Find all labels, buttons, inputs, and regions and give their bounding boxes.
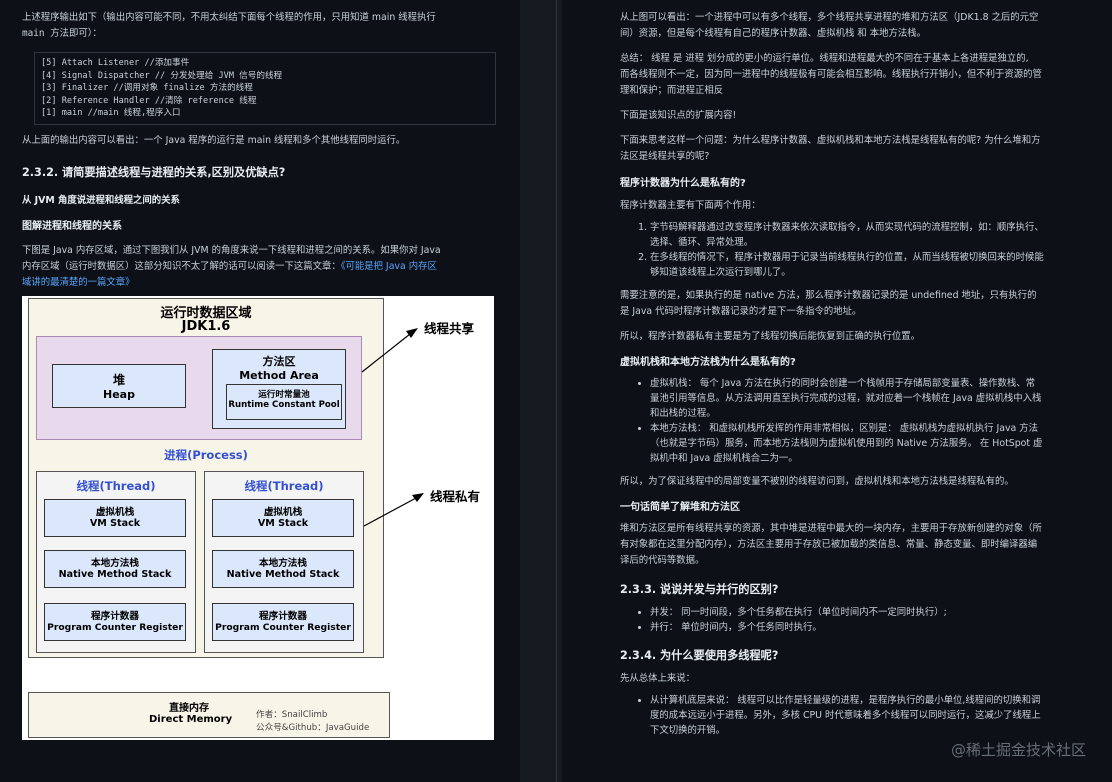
native-en: Native Method Stack bbox=[58, 569, 172, 580]
list-item: 在多线程的情况下，程序计数器用于记录当前线程执行的位置，从而当线程被切换回来的时… bbox=[650, 250, 1090, 280]
code-block: [5] Attach Listener //添加事件 [4] Signal Di… bbox=[34, 52, 496, 125]
section-heading-234: 2.3.4. 为什么要使用多线程呢? bbox=[620, 649, 779, 662]
vm-cn: 虚拟机栈 bbox=[263, 507, 303, 518]
author-credit: 作者：SnailClimb bbox=[256, 710, 328, 720]
site-watermark: @稀土掘金技术社区 bbox=[950, 741, 1086, 759]
intro-text-2: main 方法即可）： bbox=[22, 28, 102, 39]
direct-en: Direct Memory bbox=[149, 714, 233, 725]
heap-box: 堆 Heap bbox=[52, 364, 186, 408]
right-page: 从上图可以看出：一个进程中可以有多个线程，多个线程共享进程的堆和方法区（JDK1… bbox=[562, 0, 1112, 782]
native-en: Native Method Stack bbox=[226, 569, 340, 580]
pc-en: Program Counter Register bbox=[47, 622, 183, 633]
section-heading-233: 2.3.3. 说说并发与并行的区别? bbox=[620, 583, 779, 596]
native-cn: 本地方法栈 bbox=[259, 558, 307, 569]
native-stack-2: 本地方法栈 Native Method Stack bbox=[212, 550, 354, 588]
vm-en: VM Stack bbox=[89, 518, 141, 529]
thread-label-1: 线程(Thread) bbox=[76, 479, 156, 493]
thread-label-2: 线程(Thread) bbox=[244, 479, 324, 493]
para-6b: 是 Java 代码时程序计数器记录的才是下一条指令的地址。 bbox=[620, 306, 862, 317]
article-link[interactable]: 《可能是把 Java 内存区 bbox=[340, 261, 437, 272]
para-4a: 下面来思考这样一个问题：为什么程序计数器、虚拟机栈和本地方法栈是线程私有的呢? … bbox=[620, 135, 1041, 146]
pool-cn: 运行时常量池 bbox=[258, 390, 310, 400]
pc-uses-list: 字节码解释器通过改变程序计数器来依次读取指令，从而实现代码的流程控制，如：顺序执… bbox=[620, 220, 1090, 280]
native-cn: 本地方法栈 bbox=[91, 558, 139, 569]
sub-heading-diagram: 图解进程和线程的关系 bbox=[22, 221, 122, 232]
thread-shared-label: 线程共享 bbox=[424, 321, 475, 336]
vm-stack-1: 虚拟机栈 VM Stack bbox=[44, 499, 186, 537]
constant-pool-box: 运行时常量池 Runtime Constant Pool bbox=[226, 384, 342, 420]
para-3: 下面是该知识点的扩展内容! bbox=[620, 110, 737, 121]
direct-memory-box: 直接内存 Direct Memory bbox=[28, 692, 390, 738]
list-item: 并发： 同一时间段，多个任务都在执行（单位时间内不一定同时执行）; bbox=[650, 605, 1090, 620]
list-item: 并行： 单位时间内，多个任务同时执行。 bbox=[650, 620, 1090, 635]
para-2c: 理和保护；而进程正相反 bbox=[620, 85, 724, 96]
list-item: 字节码解释器通过改变程序计数器来依次读取指令，从而实现代码的流程控制，如：顺序执… bbox=[650, 220, 1090, 250]
vm-en: VM Stack bbox=[257, 518, 309, 529]
para-7: 所以，程序计数器私有主要是为了线程切换后能恢复到正确的执行位置。 bbox=[620, 331, 921, 342]
jvm-memory-diagram: 运行时数据区域 JDK1.6 堆 Heap 方法区 Method Area 运行… bbox=[22, 296, 494, 740]
para-5: 程序计数器主要有下面两个作用： bbox=[620, 200, 761, 211]
para-1b: 间）资源，但是每个线程有自己的程序计数器、虚拟机栈 和 本地方法栈。 bbox=[620, 28, 926, 39]
annotation-arrows bbox=[361, 328, 424, 527]
pc-cn: 程序计数器 bbox=[91, 611, 139, 622]
diagram-intro-2: 内存区域（运行时数据区）这部分知识不太了解的话可以阅读一下这篇文章：《可能是把 … bbox=[22, 261, 437, 272]
list-item: 从计算机底层来说： 线程可以比作是轻量级的进程，是程序执行的最小单位,线程间的切… bbox=[650, 693, 1090, 738]
para-1a: 从上图可以看出：一个进程中可以有多个线程，多个线程共享进程的堆和方法区（JDK1… bbox=[620, 12, 1039, 23]
heading-vm-private: 虚拟机栈和本地方法栈为什么是私有的? bbox=[620, 357, 796, 368]
diagram-intro-1: 下图是 Java 内存区域，通过下图我们从 JVM 的角度来说一下线程和进程之间… bbox=[22, 245, 441, 256]
code-line: [5] Attach Listener //添加事件 bbox=[41, 58, 190, 68]
github-credit: 公众号&Github：JavaGuide bbox=[256, 723, 370, 733]
code-line: [2] Reference Handler //清除 reference 线程 bbox=[41, 95, 257, 106]
method-en: Method Area bbox=[239, 369, 319, 382]
para-10: 先从总体上来说： bbox=[620, 673, 696, 684]
left-page: 上述程序输出如下（输出内容可能不同，不用太纠结下面每个线程的作用，只用知道 ma… bbox=[0, 0, 520, 782]
after-code-text: 从上面的输出内容可以看出：一个 Java 程序的运行是 main 线程和多个其他… bbox=[22, 135, 406, 146]
para-2a: 总结： 线程 是 进程 划分成的更小的运行单位。线程和进程最大的不同在于基本上各… bbox=[620, 53, 1029, 64]
diagram-version: JDK1.6 bbox=[181, 319, 231, 334]
heading-pc-private: 程序计数器为什么是私有的? bbox=[620, 178, 746, 189]
stacks-list: 虚拟机栈： 每个 Java 方法在执行的同时会创建一个栈帧用于存储局部变量表、操… bbox=[620, 376, 1090, 466]
native-stack-1: 本地方法栈 Native Method Stack bbox=[44, 550, 186, 588]
concurrency-list: 并发： 同一时间段，多个任务都在执行（单位时间内不一定同时执行）; 并行： 单位… bbox=[620, 605, 1090, 635]
sub-heading-jvm: 从 JVM 角度说进程和线程之间的关系 bbox=[22, 195, 180, 206]
section-heading-232: 2.3.2. 请简要描述线程与进程的关系,区别及优缺点? bbox=[22, 166, 286, 179]
page-divider bbox=[556, 0, 557, 782]
code-line: [4] Signal Dispatcher // 分发处理给 JVM 信号的线程 bbox=[41, 70, 283, 81]
diagram-intro-3: 域讲的最清楚的一篇文章》 bbox=[22, 275, 496, 291]
page-gutter bbox=[520, 0, 562, 782]
diagram-title: 运行时数据区域 bbox=[160, 306, 252, 321]
para-8: 所以，为了保证线程中的局部变量不被别的线程访问到，虚拟机栈和本地方法栈是线程私有… bbox=[620, 476, 1014, 487]
vm-stack-2: 虚拟机栈 VM Stack bbox=[212, 499, 354, 537]
list-item: 本地方法栈： 和虚拟机栈所发挥的作用非常相似，区别是： 虚拟机栈为虚拟机执行 J… bbox=[650, 421, 1090, 466]
pc-cn: 程序计数器 bbox=[259, 611, 307, 622]
thread-private-label: 线程私有 bbox=[430, 489, 481, 504]
vm-cn: 虚拟机栈 bbox=[95, 507, 135, 518]
para-6a: 需要注意的是，如果执行的是 native 方法，那么程序计数器记录的是 unde… bbox=[620, 290, 1037, 301]
direct-cn: 直接内存 bbox=[169, 703, 209, 714]
intro-text: 上述程序输出如下（输出内容可能不同，不用太纠结下面每个线程的作用，只用知道 ma… bbox=[22, 12, 436, 23]
method-cn: 方法区 bbox=[262, 355, 296, 368]
para-9c: 译后的代码等数据。 bbox=[620, 555, 705, 566]
pc-register-2: 程序计数器 Program Counter Register bbox=[212, 603, 354, 641]
heap-en: Heap bbox=[103, 388, 135, 401]
pool-en: Runtime Constant Pool bbox=[228, 400, 340, 410]
heap-cn: 堆 bbox=[112, 373, 125, 387]
para-9a: 堆和方法区是所有线程共享的资源，其中堆是进程中最大的一块内存，主要用于存放新创建… bbox=[620, 523, 1042, 534]
multithread-list: 从计算机底层来说： 线程可以比作是轻量级的进程，是程序执行的最小单位,线程间的切… bbox=[620, 693, 1090, 738]
process-label: 进程(Process) bbox=[164, 448, 248, 462]
pc-register-1: 程序计数器 Program Counter Register bbox=[44, 603, 186, 641]
pc-en: Program Counter Register bbox=[215, 622, 351, 633]
para-4b: 法区是线程共享的呢? bbox=[620, 151, 710, 162]
para-2b: 而各线程则不一定，因为同一进程中的线程极有可能会相互影响。线程执行开销小，但不利… bbox=[620, 69, 1042, 80]
code-line: [1] main //main 线程,程序入口 bbox=[41, 108, 181, 119]
article-link-cont[interactable]: 域讲的最清楚的一篇文章》 bbox=[22, 277, 135, 288]
list-item: 虚拟机栈： 每个 Java 方法在执行的同时会创建一个栈帧用于存储局部变量表、操… bbox=[650, 376, 1090, 421]
code-line: [3] Finalizer //调用对象 finalize 方法的线程 bbox=[41, 83, 253, 94]
heading-heap-method: 一句话简单了解堆和方法区 bbox=[620, 502, 740, 513]
para-9b: 有对象都在这里分配内存），方法区主要用于存放已被加载的类信息、常量、静态变量、即… bbox=[620, 539, 1038, 550]
